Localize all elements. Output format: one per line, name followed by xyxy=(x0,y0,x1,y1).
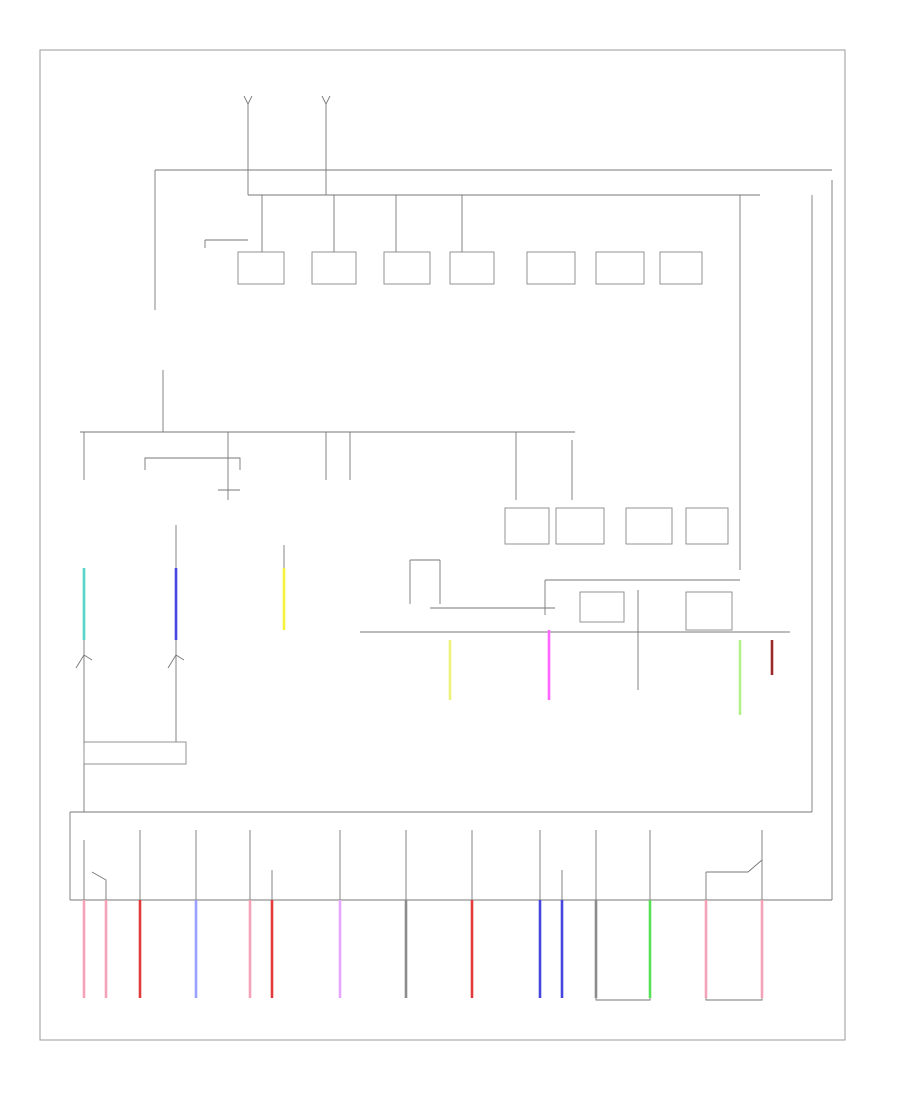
bottom-drops xyxy=(83,830,763,1001)
top-power-feed xyxy=(154,95,832,310)
left-switch-section xyxy=(75,525,285,812)
middle-relay-row xyxy=(360,507,790,690)
middle-bus xyxy=(80,370,575,500)
diagram-frame xyxy=(39,49,846,1041)
top-relay-row xyxy=(204,195,741,570)
colored-wires xyxy=(82,568,774,998)
